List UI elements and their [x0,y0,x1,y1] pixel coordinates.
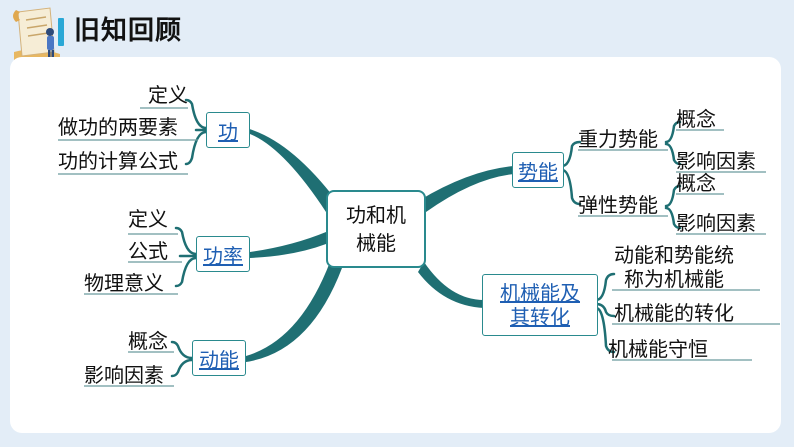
node-kinetic[interactable]: 动能 [192,340,246,376]
elastic-item-concept: 概念 [676,171,716,195]
mechanical-item-unified-2: 称为机械能 [624,267,724,291]
power-item-formula: 公式 [128,239,168,263]
gravity-potential-label: 重力势能 [578,127,658,151]
work-item-formula: 功的计算公式 [58,149,178,173]
branch-potential [420,166,514,212]
branch-kinetic [246,262,342,362]
gravity-item-factors: 影响因素 [676,149,756,173]
central-node: 功和机 械能 [326,190,426,268]
page-title: 旧知回顾 [74,16,183,46]
branch-work [246,128,336,212]
central-line-1: 功和机 [346,203,406,227]
power-item-meaning: 物理意义 [84,271,164,295]
node-potential[interactable]: 势能 [512,152,564,188]
mechanical-item-conservation: 机械能守恒 [608,337,708,361]
mechanical-label-line-2: 其转化 [510,305,570,329]
gravity-item-concept: 概念 [676,107,716,131]
mechanical-item-unified-1: 动能和势能统 [614,243,734,267]
node-power[interactable]: 功率 [196,236,250,272]
header: 旧知回顾 [0,0,794,62]
title-accent-bar [58,18,64,46]
node-mechanical[interactable]: 机械能及 其转化 [482,274,598,336]
branch-mechanical [418,262,484,308]
elastic-potential-label: 弹性势能 [578,193,658,217]
node-work[interactable]: 功 [206,112,250,148]
mechanical-label-line-1: 机械能及 [500,281,580,305]
elastic-item-factors: 影响因素 [676,211,756,235]
work-item-definition: 定义 [148,83,188,107]
kinetic-item-concept: 概念 [128,329,168,353]
power-item-definition: 定义 [128,207,168,231]
work-item-two-factors: 做功的两要素 [58,115,178,139]
mechanical-item-conversion: 机械能的转化 [614,301,734,325]
branch-power [250,232,326,258]
central-line-2: 械能 [356,231,396,255]
kinetic-item-factors: 影响因素 [84,363,164,387]
